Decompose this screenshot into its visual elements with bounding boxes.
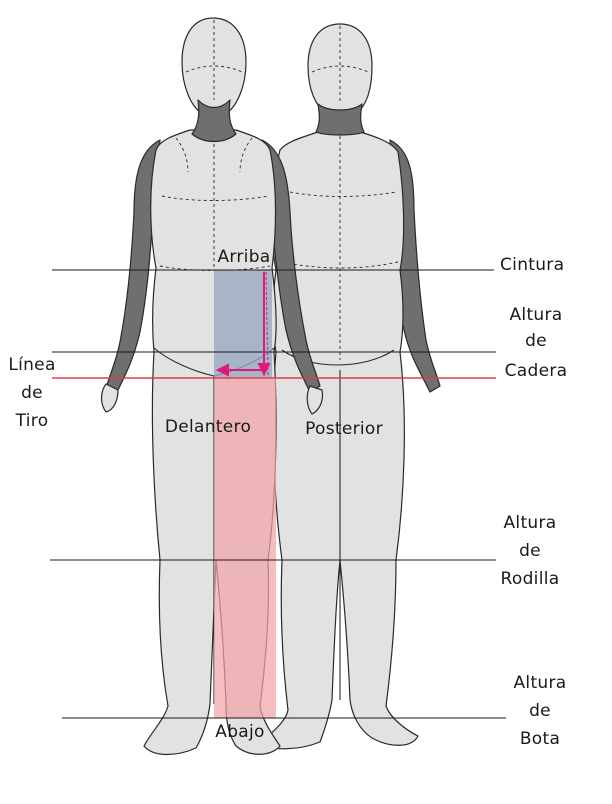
back-mannequin: [261, 23, 441, 750]
lower-region-block: [214, 378, 276, 718]
label-altura-cadera-1: Altura: [510, 305, 563, 325]
label-linea-tiro-3: Tiro: [15, 411, 49, 431]
label-abajo: Abajo: [215, 722, 264, 742]
front-right-arm: [261, 139, 321, 393]
dashed-guide: [265, 271, 269, 377]
label-delantero: Delantero: [165, 417, 251, 437]
front-bust-seam: [175, 137, 253, 173]
label-arriba: Arriba: [217, 247, 270, 267]
label-altura-bota-1: Altura: [514, 673, 567, 693]
label-linea-tiro: Línea de Tiro: [8, 355, 55, 431]
front-left-hand: [100, 383, 119, 413]
label-altura-rodilla-1: Altura: [504, 513, 557, 533]
front-neck: [191, 99, 237, 143]
back-seat-curve: [281, 349, 395, 366]
front-head-seam: [185, 20, 243, 100]
horizontal-arrow-head: [215, 363, 229, 377]
upper-region-block: [214, 270, 272, 378]
label-cintura: Cintura: [500, 255, 564, 275]
label-linea-tiro-1: Línea: [8, 355, 55, 375]
label-posterior: Posterior: [305, 419, 383, 439]
label-altura-cadera-2: de: [525, 331, 547, 351]
label-altura-bota: Altura de Bota: [514, 673, 567, 749]
label-altura-rodilla: Altura de Rodilla: [501, 513, 560, 589]
back-neck: [315, 103, 365, 136]
front-left-arm: [105, 139, 161, 395]
front-right-hand: [306, 385, 324, 415]
label-altura-cadera-3: Cadera: [505, 361, 568, 381]
back-head-seam: [311, 26, 369, 104]
crotch-depth-arrows: [215, 271, 271, 377]
label-altura-cadera: Altura de Cadera: [505, 305, 568, 381]
label-altura-rodilla-2: de: [519, 541, 541, 561]
label-altura-bota-3: Bota: [520, 729, 560, 749]
label-altura-bota-2: de: [529, 701, 551, 721]
label-linea-tiro-2: de: [21, 383, 43, 403]
label-altura-rodilla-3: Rodilla: [501, 569, 560, 589]
